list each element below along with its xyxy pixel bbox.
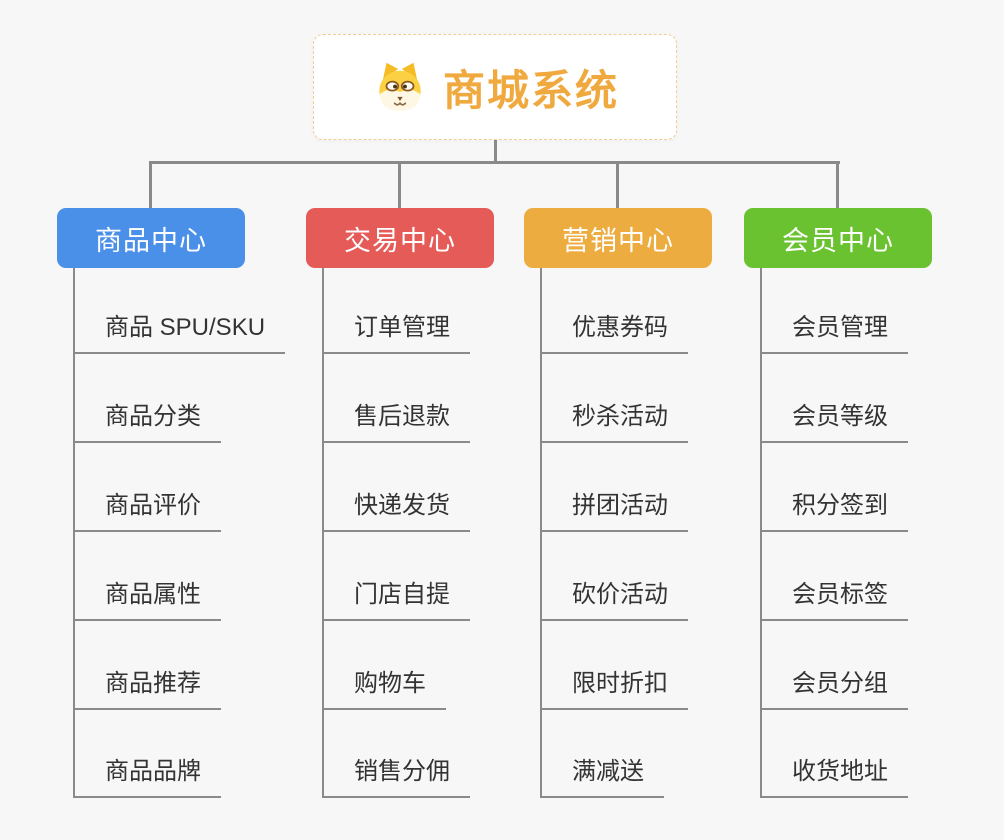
branch-bus-connector — [149, 161, 840, 164]
branch-trunk-line — [540, 268, 542, 798]
leaf-topic[interactable]: 限时折扣 — [540, 668, 688, 710]
leaf-topic[interactable]: 会员等级 — [760, 401, 908, 443]
branch-trunk-line — [760, 268, 762, 798]
leaf-topic[interactable]: 会员标签 — [760, 579, 908, 621]
leaf-topic[interactable]: 秒杀活动 — [540, 401, 688, 443]
branch-product-center: 商品中心 商品 SPU/SKU 商品分类 商品评价 商品属性 商品推荐 商品品牌 — [57, 208, 286, 798]
leaf-topic[interactable]: 门店自提 — [322, 579, 470, 621]
leaf-topic[interactable]: 商品推荐 — [73, 668, 221, 710]
branch-topic[interactable]: 交易中心 — [306, 208, 494, 268]
branch-trade-center: 交易中心 订单管理 售后退款 快递发货 门店自提 购物车 销售分佣 — [306, 208, 494, 798]
root-stem-connector — [494, 140, 497, 162]
branch-topic[interactable]: 商品中心 — [57, 208, 245, 268]
branch-marketing-center: 营销中心 优惠券码 秒杀活动 拼团活动 砍价活动 限时折扣 满减送 — [524, 208, 712, 798]
branch-member-center: 会员中心 会员管理 会员等级 积分签到 会员标签 会员分组 收货地址 — [744, 208, 932, 798]
leaf-topic[interactable]: 优惠券码 — [540, 312, 688, 354]
leaf-topic[interactable]: 商品评价 — [73, 490, 221, 532]
leaf-topic[interactable]: 购物车 — [322, 668, 446, 710]
branch-topic-label: 会员中心 — [782, 225, 894, 256]
branch-topic[interactable]: 营销中心 — [524, 208, 712, 268]
leaf-topic[interactable]: 订单管理 — [322, 312, 470, 354]
leaf-topic[interactable]: 砍价活动 — [540, 579, 688, 621]
leaf-topic[interactable]: 满减送 — [540, 756, 664, 798]
leaf-topic[interactable]: 会员管理 — [760, 312, 908, 354]
branch-drop-connector — [836, 161, 839, 208]
leaf-topic[interactable]: 会员分组 — [760, 668, 908, 710]
branch-drop-connector — [616, 161, 619, 208]
leaf-topic[interactable]: 积分签到 — [760, 490, 908, 532]
branch-topic-label: 交易中心 — [344, 225, 456, 256]
shiba-dog-icon — [379, 62, 421, 111]
branch-trunk-line — [73, 268, 75, 798]
leaf-topic[interactable]: 商品 SPU/SKU — [73, 312, 286, 354]
branch-topic-label: 营销中心 — [562, 225, 674, 256]
branch-topic[interactable]: 会员中心 — [744, 208, 932, 268]
leaf-topic[interactable]: 售后退款 — [322, 401, 470, 443]
root-topic-title: 商城系统 — [442, 66, 619, 114]
leaf-topic[interactable]: 商品属性 — [73, 579, 221, 621]
branch-drop-connector — [149, 161, 152, 208]
branch-drop-connector — [398, 161, 401, 208]
leaf-topic[interactable]: 销售分佣 — [322, 756, 470, 798]
leaf-topic[interactable]: 商品品牌 — [73, 756, 221, 798]
leaf-topic[interactable]: 商品分类 — [73, 401, 221, 443]
leaf-topic[interactable]: 拼团活动 — [540, 490, 688, 532]
leaf-topic[interactable]: 收货地址 — [760, 756, 908, 798]
leaf-topic[interactable]: 快递发货 — [322, 490, 470, 532]
root-topic[interactable]: 商城系统 — [313, 34, 677, 140]
branch-trunk-line — [322, 268, 324, 798]
branch-topic-label: 商品中心 — [95, 225, 207, 256]
